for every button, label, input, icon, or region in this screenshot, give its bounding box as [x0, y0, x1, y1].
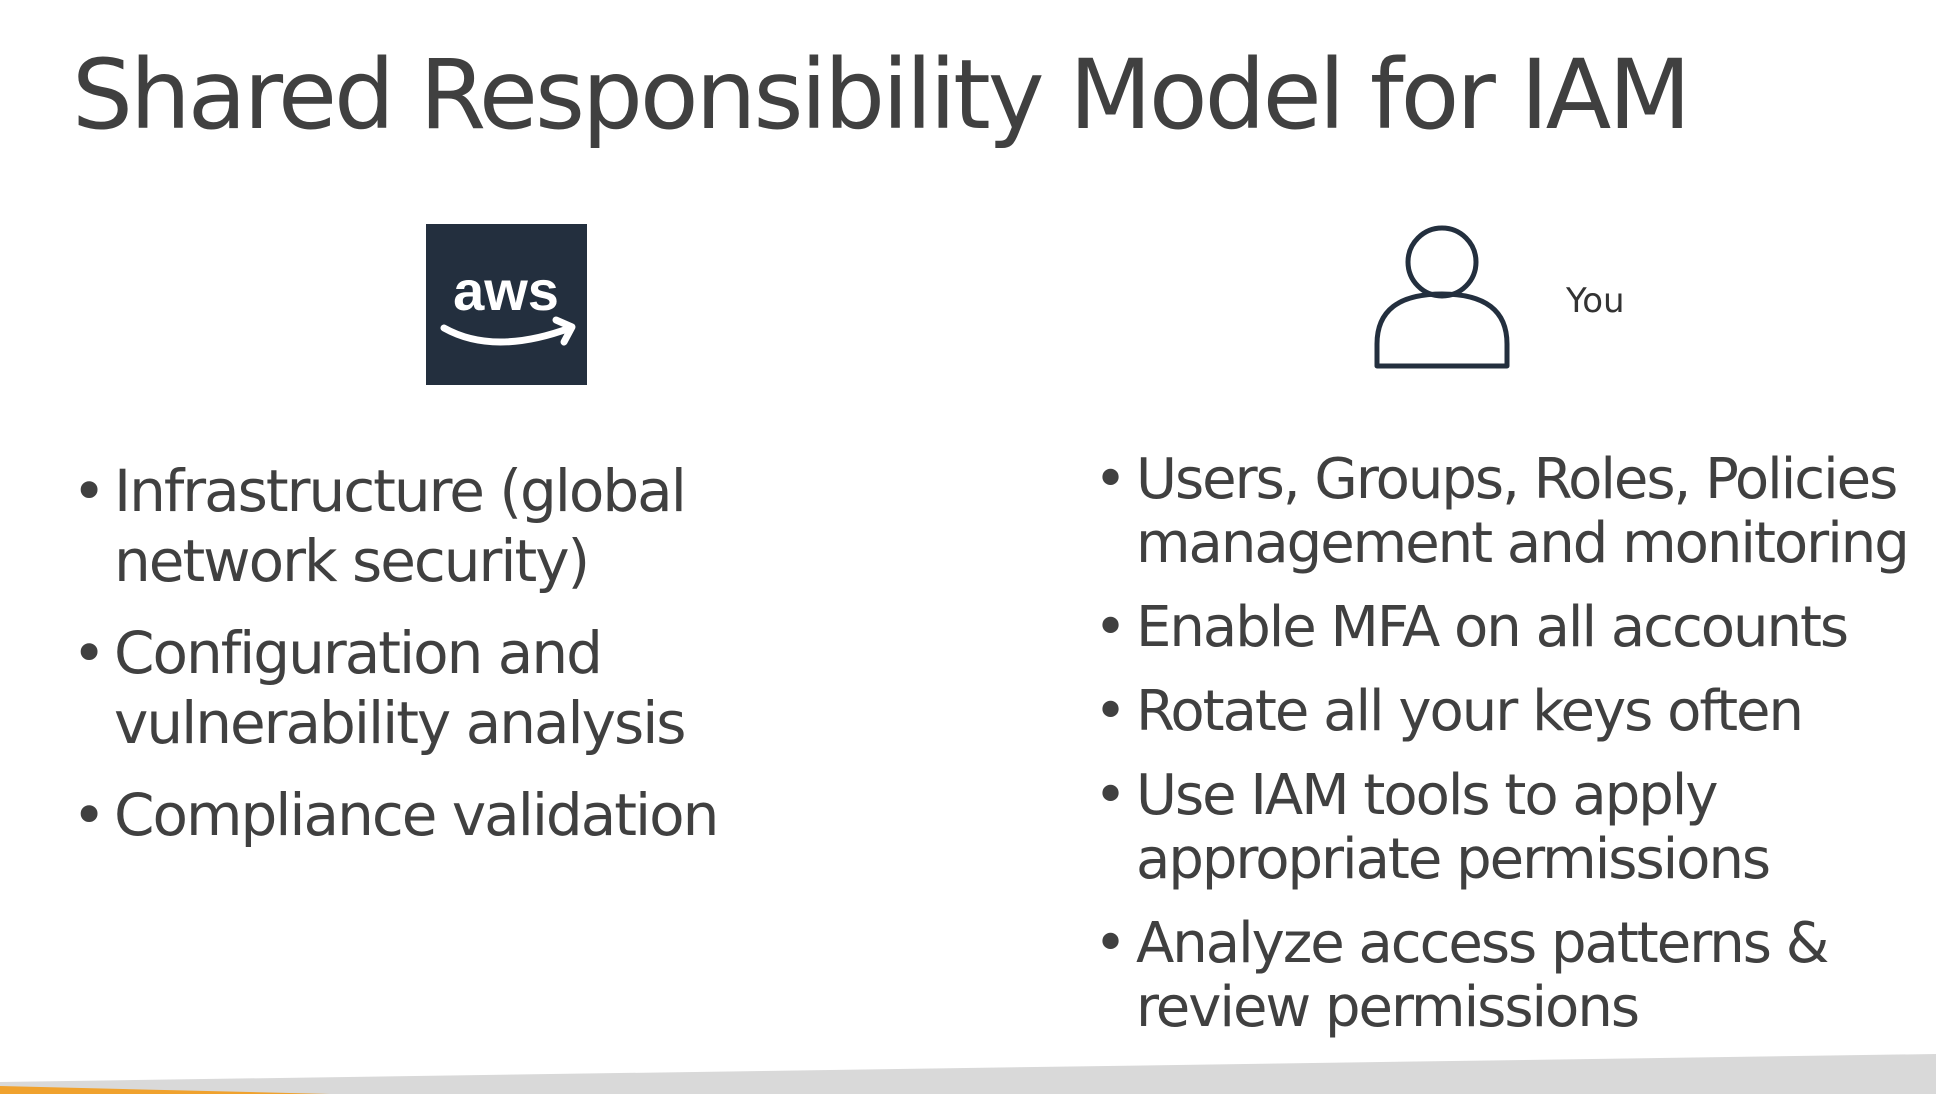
- you-label: You: [1566, 281, 1625, 321]
- person-icon: [1364, 224, 1514, 374]
- aws-responsibility-list: Infrastructure (global network security)…: [72, 456, 752, 872]
- customer-responsibility-list: Users, Groups, Roles, Policies managemen…: [1094, 448, 1914, 1060]
- list-item: Analyze access patterns & review permiss…: [1094, 912, 1914, 1040]
- footer-decoration: [0, 1054, 1936, 1094]
- footer-gray-band: [0, 1054, 1936, 1094]
- aws-logo-icon: aws: [426, 224, 587, 385]
- slide-title: Shared Responsibility Model for IAM: [72, 39, 1691, 151]
- list-item: Compliance validation: [72, 780, 752, 850]
- aws-smile-arrow: [440, 324, 574, 346]
- list-item: Enable MFA on all accounts: [1094, 596, 1914, 661]
- footer-orange-band: [0, 1086, 330, 1094]
- person-body: [1374, 291, 1510, 369]
- list-item: Configuration and vulnerability analysis: [72, 618, 752, 758]
- aws-logo-graphic: aws: [440, 259, 576, 346]
- list-item: Infrastructure (global network security): [72, 456, 752, 596]
- list-item: Users, Groups, Roles, Policies managemen…: [1094, 448, 1914, 576]
- list-item: Use IAM tools to apply appropriate permi…: [1094, 764, 1914, 892]
- aws-smile-arrowhead: [552, 316, 576, 346]
- person-head: [1405, 225, 1479, 299]
- list-item: Rotate all your keys often: [1094, 680, 1914, 745]
- aws-logo-text: aws: [453, 259, 559, 322]
